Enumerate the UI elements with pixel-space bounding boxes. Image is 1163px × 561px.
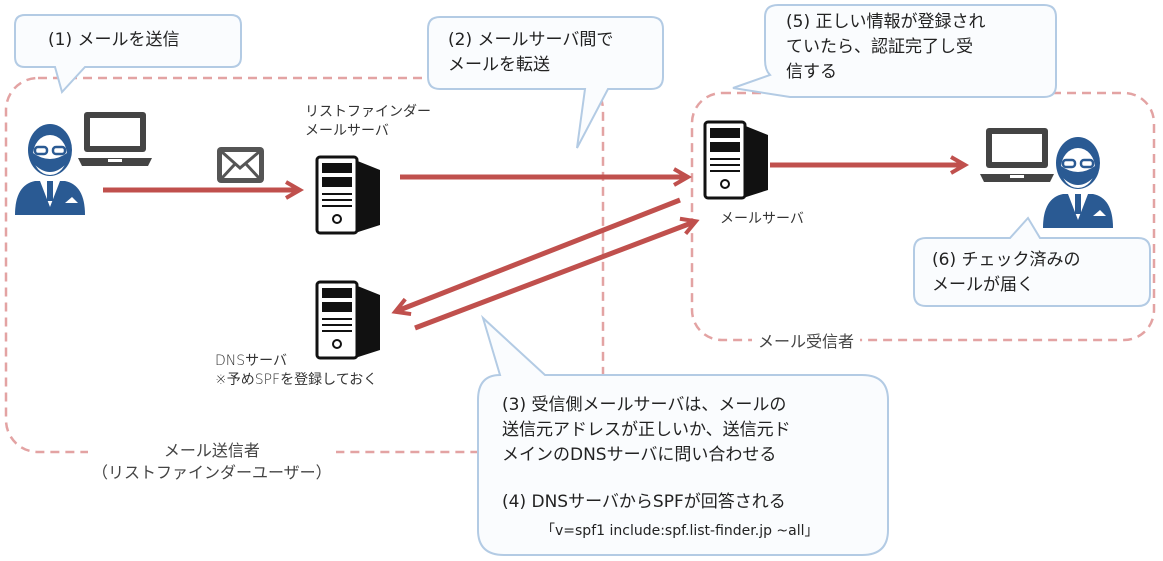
callout-step1-shape (14, 14, 242, 94)
spf-record: 「v=spf1 include:spf.list-finder.jp ~all」 (541, 523, 819, 539)
receiver-server-label: メールサーバ (720, 211, 804, 227)
sender-user-icon (13, 122, 87, 217)
callout-step2: (2) メールサーバ間で メールを転送 (448, 30, 614, 75)
dns-server-icon (315, 280, 382, 360)
receiver-user-icon (1041, 135, 1115, 230)
callout-step6: (6) チェック済みの メールが届く (932, 250, 1081, 295)
receiver-server-icon (703, 120, 770, 200)
arrow-query-dns (391, 197, 681, 317)
callout-step6-shape (913, 216, 1151, 307)
callout-step5-shape (732, 4, 1057, 98)
callout-step1: (1) メールを送信 (48, 30, 180, 50)
envelope-icon (217, 147, 264, 183)
receiver-group-label: メール受信者 (752, 331, 861, 353)
callout-step5: (5) 正しい情報が登録され ていたら、認証完了し受 信する (786, 12, 986, 82)
sender-laptop-icon (78, 112, 152, 166)
sender-group-label: メール送信者 （リストファインダーユーザー） (88, 440, 336, 484)
sender-server-icon (315, 155, 382, 235)
arrow-spf-response (414, 216, 700, 331)
callout-step3-shape (477, 314, 889, 556)
callout-step4: (4) DNSサーバからSPFが回答される (502, 492, 786, 512)
dns-server-label: DNSサーバ ※予めSPFを登録しておく (215, 353, 378, 388)
sender-group-box (4, 76, 605, 454)
sender-server-label: リストファインダー メールサーバ (305, 104, 431, 139)
callout-step3: (3) 受信側メールサーバは、メールの 送信元アドレスが正しいか、送信元ド メイ… (502, 395, 791, 465)
receiver-laptop-icon (980, 128, 1054, 182)
callout-step2-shape (427, 16, 664, 149)
